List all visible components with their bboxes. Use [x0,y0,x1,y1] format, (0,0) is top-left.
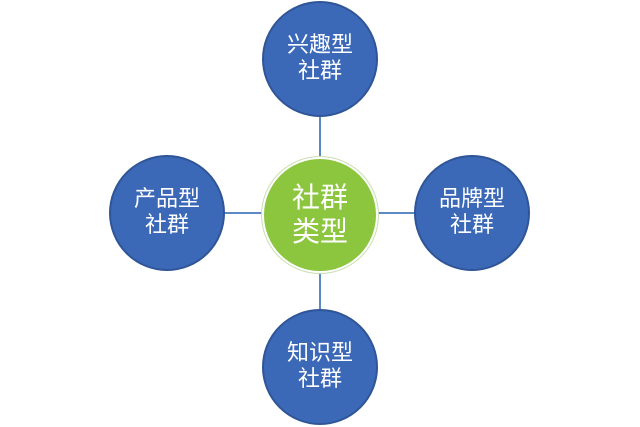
connector-top [319,117,321,159]
node-brand-community: 品牌型 社群 [414,155,530,271]
node-left-line1: 产品型 [133,187,200,213]
node-top-line1: 兴趣型 [286,33,353,59]
center-line1: 社群 [291,180,348,214]
connector-right [377,212,414,214]
node-right-line2: 社群 [449,213,494,238]
node-bottom-line2: 社群 [297,367,342,392]
connector-bottom [319,273,321,309]
connector-left [225,212,263,214]
center-line2: 类型 [291,215,348,248]
node-knowledge-community: 知识型 社群 [262,309,378,425]
node-right-line1: 品牌型 [438,187,505,213]
node-interest-community: 兴趣型 社群 [262,1,378,117]
node-top-line2: 社群 [297,59,342,84]
node-product-community: 产品型 社群 [109,155,225,271]
node-bottom-line1: 知识型 [286,341,353,367]
node-community-types-center: 社群 类型 [262,157,378,273]
node-left-line2: 社群 [144,213,189,238]
